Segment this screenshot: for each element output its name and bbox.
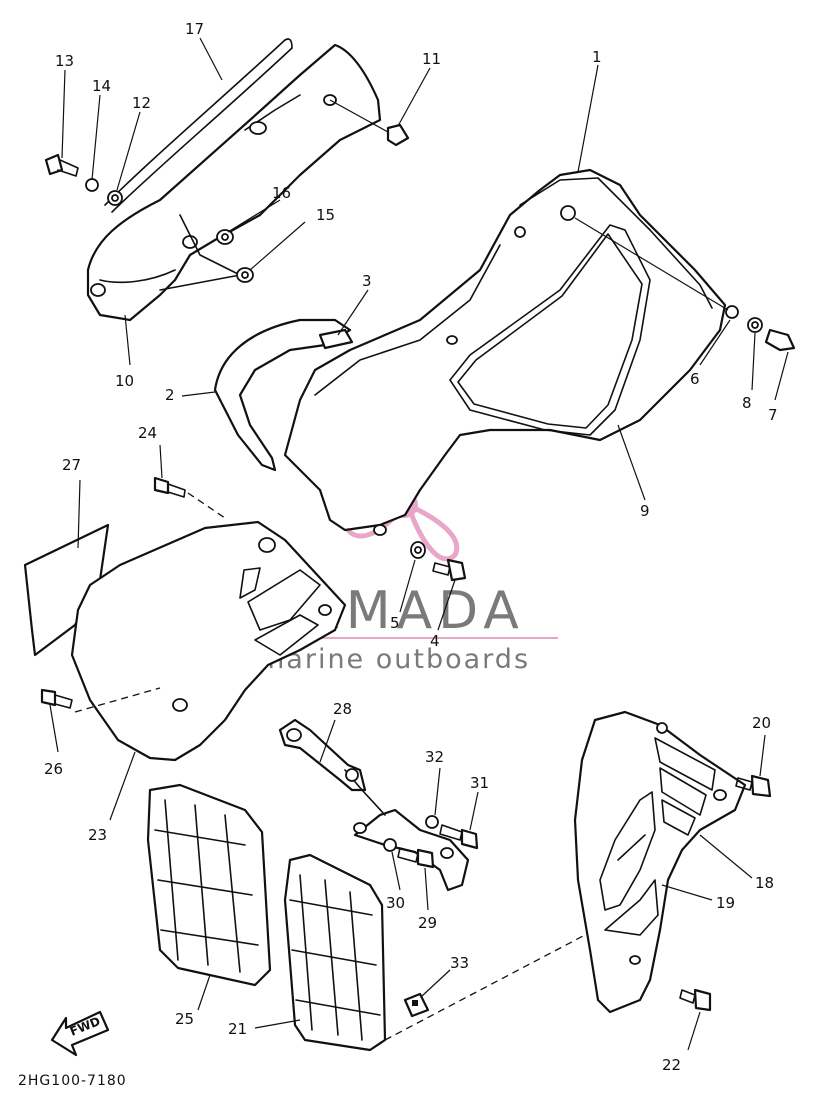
part-10-bracket — [86, 43, 382, 322]
part-8-washer — [747, 317, 763, 333]
part-7-bolt — [764, 328, 796, 352]
part-2-frame-cover — [213, 318, 352, 472]
part-33-clip — [403, 992, 430, 1018]
callout-8: 8 — [742, 394, 752, 412]
callout-16: 16 — [272, 184, 291, 202]
callout-27: 27 — [62, 456, 81, 474]
part-29-bolt — [397, 847, 435, 869]
part-9-graphic — [449, 224, 651, 436]
callout-2: 2 — [165, 386, 175, 404]
callout-21: 21 — [228, 1020, 247, 1038]
callout-12: 12 — [132, 94, 151, 112]
callout-28: 28 — [333, 700, 352, 718]
part-31-bolt — [439, 824, 479, 850]
callout-7: 7 — [768, 406, 778, 424]
part-3-damper — [318, 328, 354, 350]
forward-arrow-icon: FWD — [50, 1010, 110, 1057]
drawing-code: 2HG100-7180 — [18, 1073, 127, 1089]
part-16-washer — [216, 229, 234, 245]
part-4-bolt — [432, 558, 467, 582]
part-21-radiator-guard — [283, 853, 586, 1052]
part-12-washer — [107, 190, 123, 206]
callout-13: 13 — [55, 52, 74, 70]
callout-5: 5 — [390, 614, 400, 632]
callout-20: 20 — [752, 714, 771, 732]
part-26-bolt — [40, 687, 161, 713]
callout-18: 18 — [755, 874, 774, 892]
callout-9: 9 — [640, 502, 650, 520]
part-23-number-plate — [70, 520, 347, 762]
part-22-bolt — [679, 988, 712, 1012]
callout-32: 32 — [425, 748, 444, 766]
callout-23: 23 — [88, 826, 107, 844]
callout-10: 10 — [115, 372, 134, 390]
part-13-bolt — [44, 153, 79, 177]
part-14-washer — [85, 178, 99, 192]
callout-4: 4 — [430, 632, 440, 650]
callout-30: 30 — [386, 894, 405, 912]
part-17-tube — [104, 38, 293, 213]
callout-29: 29 — [418, 914, 437, 932]
callout-25: 25 — [175, 1010, 194, 1028]
part-18-shroud — [573, 710, 747, 1014]
callout-22: 22 — [662, 1056, 681, 1074]
callout-1: 1 — [592, 48, 602, 66]
part-32-washer — [425, 815, 439, 829]
callout-31: 31 — [470, 774, 489, 792]
callout-24: 24 — [138, 424, 157, 442]
part-15-washer — [236, 267, 254, 283]
part-19-graphic — [599, 791, 659, 936]
callout-26: 26 — [44, 760, 63, 778]
callout-15: 15 — [316, 206, 335, 224]
part-25-radiator-guard — [146, 783, 272, 987]
callout-numbers: 17 13 14 12 11 1 16 15 3 10 2 6 8 7 9 24… — [44, 20, 778, 1074]
part-5-washer — [410, 541, 426, 559]
callout-33: 33 — [450, 954, 469, 972]
part-30-washer — [383, 838, 397, 852]
part-24-bolt — [153, 476, 226, 519]
callout-6: 6 — [690, 370, 700, 388]
callout-11: 11 — [422, 50, 441, 68]
leader-lines — [49, 37, 789, 1051]
part-20-bolt — [735, 774, 772, 798]
callout-19: 19 — [716, 894, 735, 912]
callout-3: 3 — [362, 272, 372, 290]
callout-17: 17 — [185, 20, 204, 38]
part-1-side-cover — [283, 168, 727, 536]
part-6-washer — [725, 305, 739, 319]
callout-14: 14 — [92, 77, 111, 95]
